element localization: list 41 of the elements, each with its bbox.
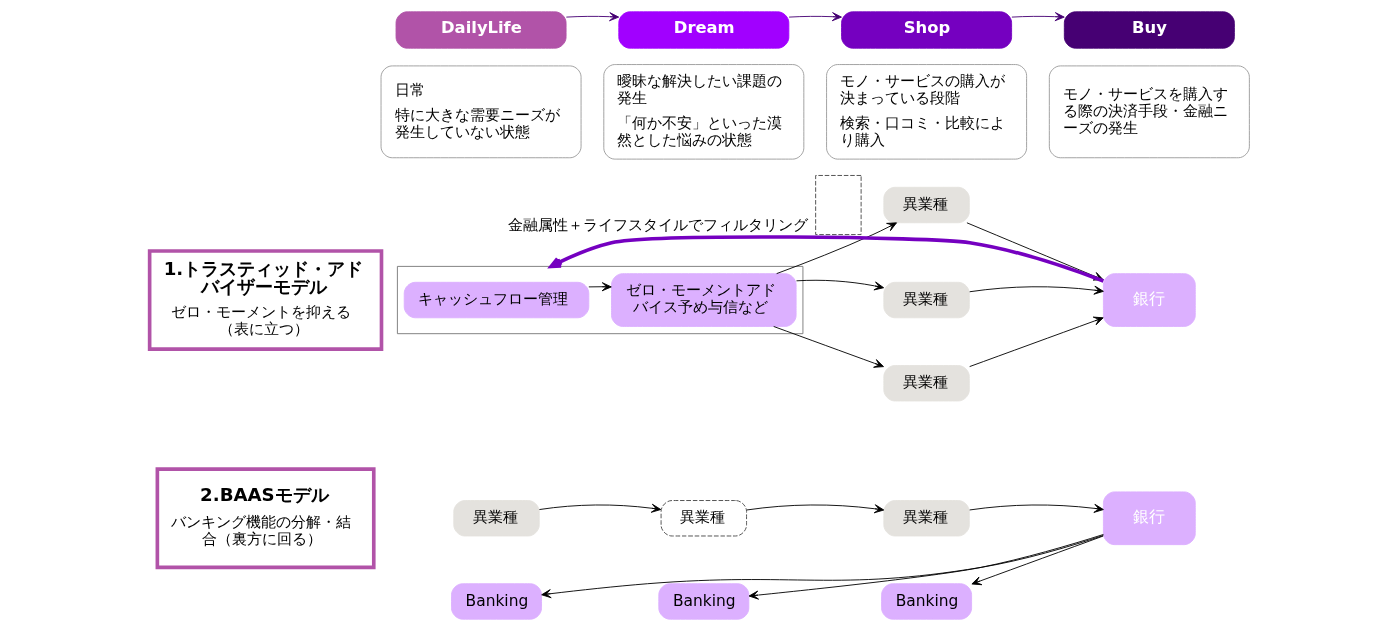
node-box: 異業種 bbox=[453, 500, 540, 537]
node-box: モノ・サービスの購入が決まっている段階 検索・口コミ・比較により購入 bbox=[826, 64, 1028, 160]
node-box: ゼロ・モーメントアドバイス予め与信など bbox=[611, 273, 797, 327]
arrow bbox=[971, 535, 1104, 586]
node-box: 異業種 bbox=[883, 186, 970, 224]
node-label: 金融属性＋ライフスタイルでフィルタリング bbox=[508, 215, 809, 234]
arrow bbox=[776, 222, 897, 275]
node-box: 銀行 bbox=[1102, 491, 1196, 546]
node-box: 異業種 bbox=[883, 281, 970, 319]
arrow bbox=[588, 282, 612, 292]
node-box: DailyLife bbox=[395, 11, 567, 49]
arrow bbox=[796, 279, 885, 291]
cluster bbox=[396, 265, 804, 335]
node-box: Buy bbox=[1063, 11, 1235, 49]
node-box: Shop bbox=[841, 11, 1013, 49]
node-box: モノ・サービスを購入する際の決済手段・金融ニーズの発生 bbox=[1048, 65, 1250, 159]
node-box: 異業種 bbox=[883, 500, 970, 537]
node-box: キャッシュフロー管理 bbox=[403, 281, 590, 319]
node-box: Dream bbox=[618, 11, 790, 49]
node-box: Banking bbox=[451, 583, 542, 620]
arrow bbox=[773, 326, 884, 368]
arrow bbox=[969, 316, 1104, 368]
arrow bbox=[541, 535, 1104, 599]
arrow bbox=[969, 503, 1104, 513]
arrow bbox=[746, 504, 885, 514]
node-box: 1.トラスティッド・アドバイザーモデル ゼロ・モーメントを抑える（表に立つ） bbox=[147, 249, 384, 351]
node-box: 曖昧な解決したい課題の発生 「何か不安」といった漠然とした悩みの状態 bbox=[603, 64, 805, 160]
node-box: 日常 特に大きな需要ニーズが発生していない状態 bbox=[380, 65, 582, 159]
arrow bbox=[538, 503, 662, 513]
arrow bbox=[565, 12, 620, 22]
arrow bbox=[788, 12, 842, 22]
node-box: Banking bbox=[658, 583, 750, 620]
arrow bbox=[1011, 12, 1065, 22]
node-box: Banking bbox=[881, 583, 973, 620]
node-box: 2.BAASモデル バンキング機能の分解・結合（裏方に回る） bbox=[155, 467, 376, 570]
node-box bbox=[815, 175, 862, 236]
arrow bbox=[748, 534, 1104, 600]
node-box: 銀行 bbox=[1102, 273, 1196, 327]
node-box: 異業種 bbox=[660, 500, 747, 537]
arrow bbox=[969, 285, 1104, 295]
node-box: 異業種 bbox=[883, 365, 970, 402]
